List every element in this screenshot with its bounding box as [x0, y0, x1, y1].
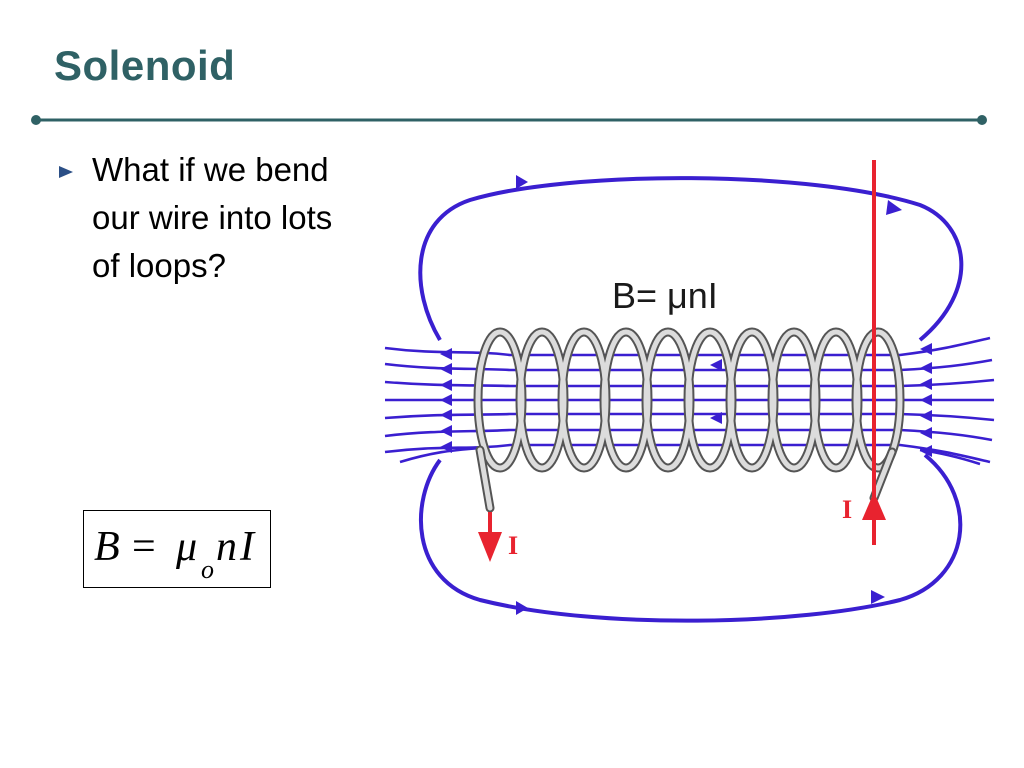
formula-i: I: [240, 524, 254, 570]
formula-box: B = μ o n I: [83, 510, 271, 588]
bullet-text: What if we bend our wire into lots of lo…: [92, 151, 333, 284]
current-arrow-left: [478, 512, 502, 562]
coil: [473, 327, 905, 513]
current-arrow-right: [862, 160, 886, 545]
inner-field-arrows: [440, 343, 932, 457]
title-divider: [31, 115, 987, 125]
solenoid-diagram: I I B= μnI: [384, 160, 995, 623]
formula-subscript: o: [201, 555, 214, 584]
outer-field-arrows: [516, 175, 902, 615]
formula-b: B: [94, 524, 120, 570]
formula-n: n: [216, 524, 237, 570]
inner-field-lines: [384, 336, 995, 466]
triangle-bullet-icon: [59, 166, 73, 178]
current-label-left: I: [508, 531, 518, 560]
outer-field-lines: [418, 176, 964, 623]
formula-equals: =: [132, 524, 156, 570]
field-equation-label: B= μnI: [612, 275, 718, 316]
formula-mu: μ: [176, 524, 198, 570]
slide-title: Solenoid: [54, 42, 236, 89]
current-label-right: I: [842, 495, 852, 524]
